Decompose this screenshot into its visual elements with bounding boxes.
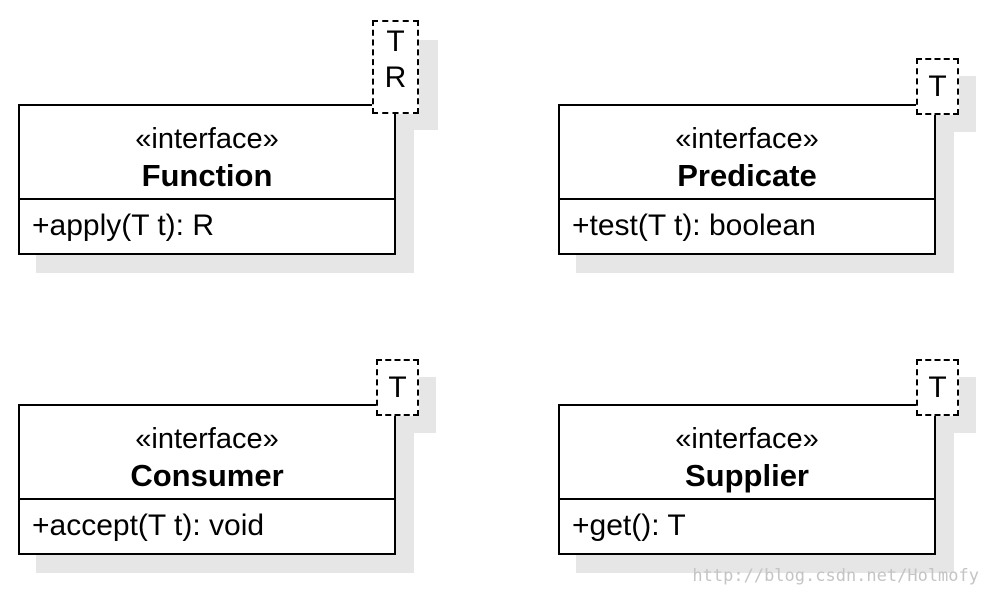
function-interface[interactable]: «interface» Function +apply(T t): R bbox=[18, 104, 396, 255]
supplier-type-param-t: T bbox=[928, 371, 947, 404]
consumer-stereotype: «interface» bbox=[135, 423, 279, 455]
consumer-interface[interactable]: «interface» Consumer +accept(T t): void bbox=[18, 404, 396, 555]
predicate-type-param-t: T bbox=[928, 70, 947, 103]
function-stereotype: «interface» bbox=[135, 123, 279, 155]
consumer-type-param-t: T bbox=[388, 371, 407, 404]
watermark-text: http://blog.csdn.net/Holmofy bbox=[692, 566, 979, 586]
consumer-operation: +accept(T t): void bbox=[32, 509, 265, 542]
supplier-operation: +get(): T bbox=[572, 509, 686, 542]
predicate-class-header: «interface» Predicate bbox=[560, 106, 934, 200]
function-operation: +apply(T t): R bbox=[32, 209, 215, 242]
function-type-param-t: T bbox=[386, 25, 405, 58]
supplier-type-params: T bbox=[916, 359, 959, 416]
supplier-class-header: «interface» Supplier bbox=[560, 406, 934, 500]
predicate-type-params: T bbox=[916, 58, 959, 115]
supplier-class-name: Supplier bbox=[684, 458, 809, 493]
consumer-class-header: «interface» Consumer bbox=[20, 406, 394, 500]
supplier-interface[interactable]: «interface» Supplier +get(): T bbox=[558, 404, 936, 555]
function-class-name: Function bbox=[141, 158, 273, 193]
function-type-param-r: R bbox=[384, 61, 407, 94]
function-type-params: T R bbox=[372, 20, 419, 114]
predicate-interface[interactable]: «interface» Predicate +test(T t): boolea… bbox=[558, 104, 936, 255]
predicate-stereotype: «interface» bbox=[675, 123, 819, 155]
consumer-type-params: T bbox=[376, 359, 419, 416]
consumer-class-name: Consumer bbox=[130, 458, 284, 493]
function-class-header: «interface» Function bbox=[20, 106, 394, 200]
predicate-operation: +test(T t): boolean bbox=[572, 209, 816, 242]
predicate-class-name: Predicate bbox=[677, 158, 817, 193]
supplier-stereotype: «interface» bbox=[675, 423, 819, 455]
